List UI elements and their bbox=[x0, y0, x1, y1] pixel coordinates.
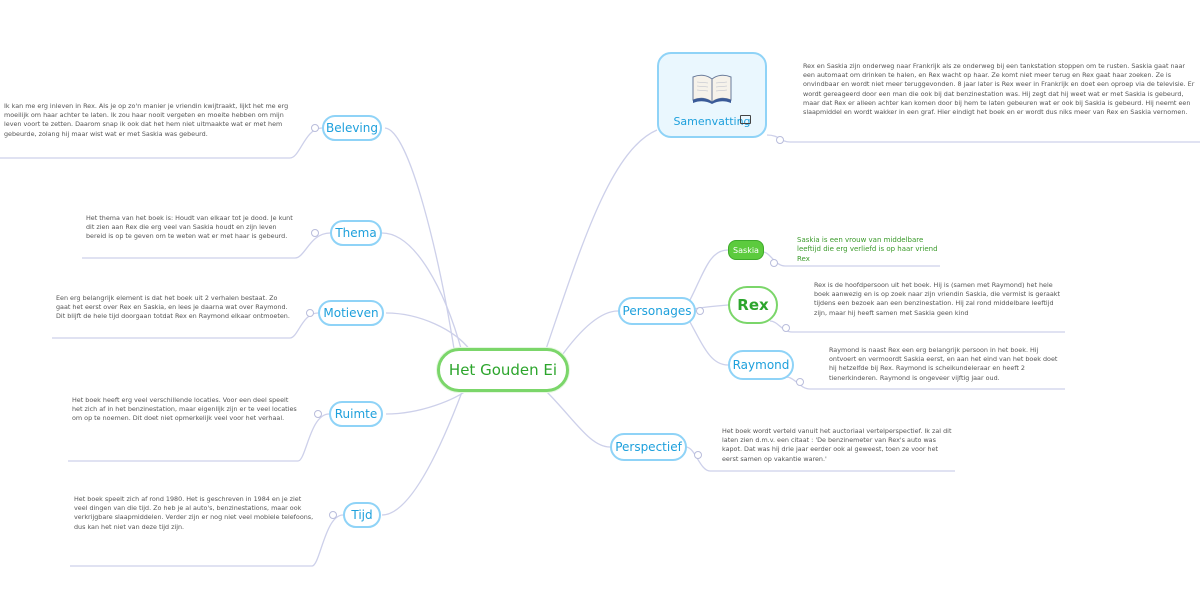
collapse-dot-personages bbox=[696, 307, 704, 315]
topic-personages-label: Personages bbox=[622, 304, 692, 318]
branch-personages bbox=[559, 310, 619, 359]
note-beleving: Ik kan me erg inleven in Rex. Als je op … bbox=[4, 102, 289, 138]
central-topic-label: Het Gouden Ei bbox=[448, 361, 558, 379]
collapse-dot-beleving bbox=[311, 124, 319, 132]
branch-rex bbox=[692, 304, 729, 310]
collapse-dot-perspectief bbox=[694, 451, 702, 459]
topic-motieven[interactable]: Motieven bbox=[318, 300, 384, 326]
topic-beleving[interactable]: Beleving bbox=[322, 115, 382, 141]
topic-perspectief-label: Perspectief bbox=[615, 440, 682, 454]
collapse-dot-ruimte bbox=[314, 410, 322, 418]
collapse-dot-saskia bbox=[770, 259, 778, 267]
topic-thema-label: Thema bbox=[335, 226, 377, 240]
collapse-dot-thema bbox=[311, 229, 319, 237]
note-raymond: Raymond is naast Rex een erg belangrijk … bbox=[829, 346, 1058, 382]
note-rex: Rex is de hoofdpersoon uit het boek. Hij… bbox=[814, 281, 1061, 317]
topic-beleving-label: Beleving bbox=[326, 121, 378, 135]
note-link-thema bbox=[82, 232, 331, 259]
note-tijd: Het boek speelt zich af rond 1980. Het i… bbox=[74, 495, 314, 531]
topic-ruimte[interactable]: Ruimte bbox=[329, 401, 383, 427]
collapse-dot-samenvatting bbox=[776, 136, 784, 144]
topic-ruimte-label: Ruimte bbox=[334, 407, 378, 421]
subtopic-saskia-label: Saskia bbox=[733, 245, 759, 255]
topic-tijd-label: Tijd bbox=[351, 508, 373, 522]
note-ruimte: Het boek heeft erg veel verschillende lo… bbox=[72, 396, 297, 423]
book-icon bbox=[692, 74, 732, 104]
note-saskia: Saskia is een vrouw van middelbare leeft… bbox=[797, 236, 938, 263]
branch-perspectief bbox=[544, 389, 611, 448]
topic-motieven-label: Motieven bbox=[323, 306, 379, 320]
note-motieven: Een erg belangrijk element is dat het bo… bbox=[56, 294, 290, 321]
topic-thema[interactable]: Thema bbox=[330, 220, 382, 246]
note-link-rex bbox=[769, 320, 1065, 333]
branch-motieven bbox=[385, 312, 471, 351]
note-link-tijd bbox=[70, 514, 344, 567]
note-samenvatting: Rex en Saskia zijn onderweg naar Frankri… bbox=[803, 62, 1195, 117]
central-topic[interactable]: Het Gouden Ei bbox=[437, 348, 569, 392]
note-link-ruimte bbox=[68, 413, 330, 462]
collapse-dot-tijd bbox=[329, 511, 337, 519]
topic-personages[interactable]: Personages bbox=[618, 297, 696, 325]
topic-tijd[interactable]: Tijd bbox=[343, 502, 381, 528]
branch-raymond bbox=[689, 321, 729, 366]
branch-thema bbox=[381, 232, 463, 353]
note-thema: Het thema van het boek is: Houdt van elk… bbox=[86, 214, 293, 241]
topic-samenvatting-label: Samenvatting bbox=[673, 115, 751, 128]
note-perspectief: Het boek wordt verteld vanuit het auctor… bbox=[722, 427, 952, 463]
subtopic-saskia[interactable]: Saskia bbox=[728, 240, 764, 260]
subtopic-raymond-label: Raymond bbox=[732, 358, 790, 372]
topic-perspectief[interactable]: Perspectief bbox=[610, 433, 687, 461]
collapse-dot-rex bbox=[782, 324, 790, 332]
branch-tijd bbox=[381, 391, 463, 516]
branch-beleving bbox=[384, 127, 456, 356]
branch-saskia bbox=[689, 249, 729, 301]
note-link-perspectief bbox=[685, 446, 955, 472]
subtopic-rex-label: Rex bbox=[737, 296, 769, 314]
topic-samenvatting[interactable]: Samenvatting bbox=[657, 52, 767, 138]
subtopic-rex[interactable]: Rex bbox=[728, 286, 778, 324]
subtopic-raymond[interactable]: Raymond bbox=[728, 350, 794, 380]
note-link-samenvatting bbox=[766, 134, 1200, 143]
image-attachment-icon[interactable] bbox=[740, 115, 751, 124]
branch-samenvatting bbox=[544, 129, 658, 353]
collapse-dot-motieven bbox=[306, 309, 314, 317]
collapse-dot-raymond bbox=[796, 378, 804, 386]
